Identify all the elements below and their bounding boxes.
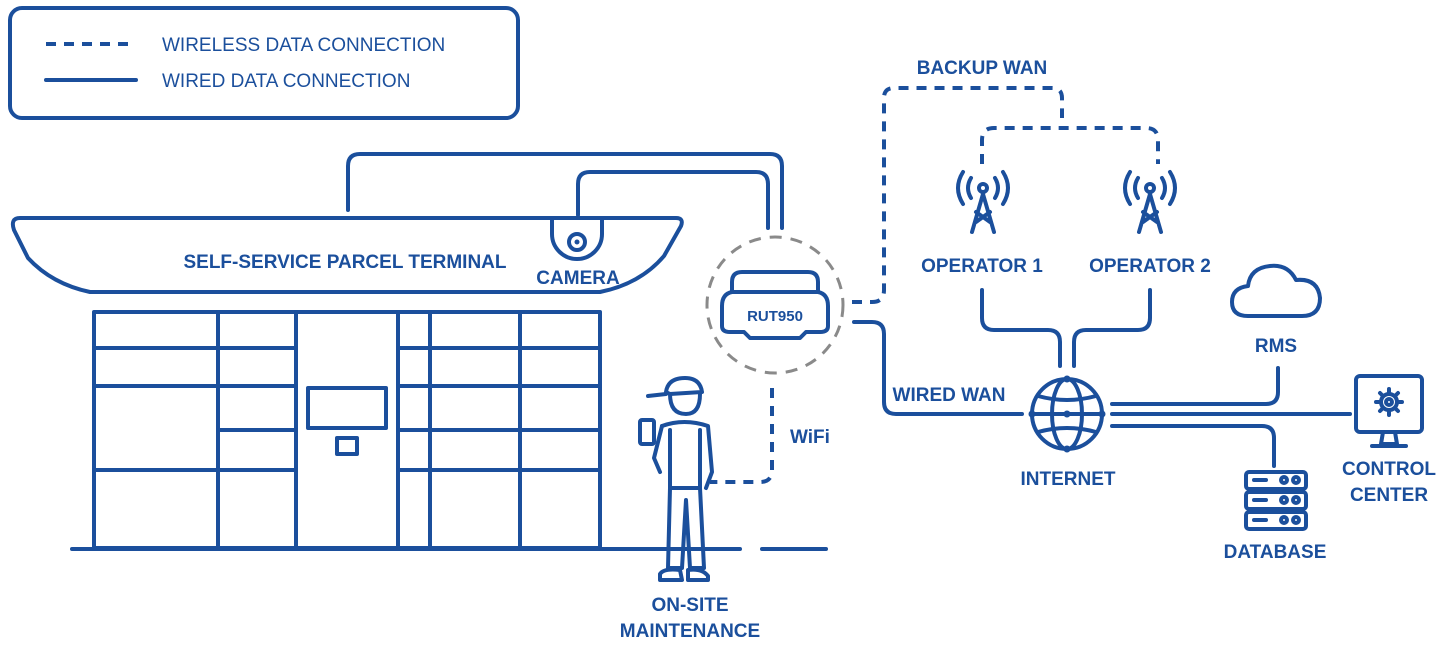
rms-label: RMS xyxy=(1255,336,1297,357)
camera-label: CAMERA xyxy=(536,268,620,289)
operator1-label: OPERATOR 1 xyxy=(921,256,1043,277)
control-center-label-line2: CENTER xyxy=(1350,485,1428,506)
legend: WIRELESS DATA CONNECTION WIRED DATA CONN… xyxy=(8,6,520,120)
camera-icon xyxy=(550,218,604,261)
legend-wired-label: WIRED DATA CONNECTION xyxy=(162,71,410,92)
terminal-to-router-cable xyxy=(346,152,784,230)
internet-to-rms xyxy=(1110,366,1280,406)
maintenance-label-line2: MAINTENANCE xyxy=(620,621,760,642)
terminal-screen xyxy=(306,386,388,430)
terminal-canopy xyxy=(10,216,684,294)
parcel-terminal: SELF-SERVICE PARCEL TERMINAL xyxy=(10,216,828,551)
legend-box xyxy=(8,6,520,120)
terminal-label: SELF-SERVICE PARCEL TERMINAL xyxy=(183,252,506,273)
wifi-label: WiFi xyxy=(790,427,830,448)
legend-wireless-label: WIRELESS DATA CONNECTION xyxy=(162,35,445,56)
backup-wan-link xyxy=(852,86,1064,304)
technician-icon xyxy=(638,376,714,582)
backup-wan-label: BACKUP WAN xyxy=(917,58,1048,79)
operator1-to-internet xyxy=(980,288,1062,368)
operators-link xyxy=(980,126,1160,164)
wifi-link xyxy=(710,388,774,484)
wired-wan-link xyxy=(852,320,1024,416)
router-range-circle xyxy=(705,235,845,375)
operator2-label: OPERATOR 2 xyxy=(1089,256,1211,277)
maintenance-label-line1: ON-SITE xyxy=(651,595,728,616)
router-icon xyxy=(720,270,830,340)
tower-icon xyxy=(956,170,1010,234)
terminal-keypad xyxy=(335,436,359,456)
cloud-icon xyxy=(1230,263,1322,318)
router-label: RUT950 xyxy=(747,308,803,325)
server-icon xyxy=(1244,470,1308,531)
globe-icon xyxy=(1028,375,1106,453)
wired-wan-label: WIRED WAN xyxy=(893,385,1006,406)
control-center-label-line1: CONTROL xyxy=(1342,459,1436,480)
internet-label: INTERNET xyxy=(1021,469,1116,490)
operator2-to-internet xyxy=(1072,288,1152,368)
camera-to-router-cable xyxy=(576,170,770,230)
monitor-gear-icon xyxy=(1354,374,1424,448)
internet-to-database xyxy=(1110,424,1276,468)
tower-icon xyxy=(1123,170,1177,234)
database-label: DATABASE xyxy=(1224,542,1327,563)
